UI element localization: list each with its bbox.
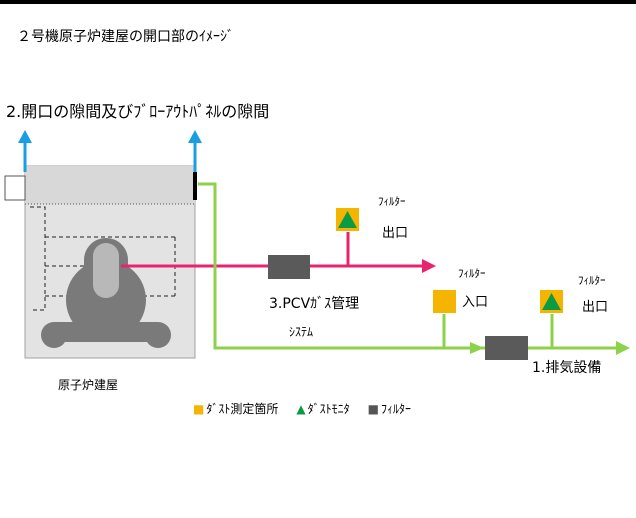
inlet-filter-label: ﾌｨﾙﾀｰ: [458, 267, 486, 280]
building-label: 原子炉建屋: [58, 378, 119, 392]
exhaust-mid-arrowhead: [470, 342, 484, 354]
pcv-filter-label: ﾌｨﾙﾀｰ: [378, 195, 406, 208]
exhaust-inlet-dust-point: [433, 290, 456, 313]
outlet-filter-label: ﾌｨﾙﾀｰ: [578, 274, 606, 287]
top-rule: [0, 0, 636, 4]
legend: ■ ﾀﾞｽﾄ測定箇所 ▲ ﾀﾞｽﾄﾓﾆﾀ ■ ﾌｨﾙﾀｰ: [193, 400, 411, 417]
outlet-position-label: 出口: [582, 300, 609, 315]
building-top-band: [25, 166, 195, 204]
exhaust-end-arrowhead: [616, 341, 630, 355]
pcv-system-label: 3.PCVｶﾞｽ管理: [269, 296, 360, 312]
legend-filter: ■ ﾌｨﾙﾀｰ: [368, 400, 411, 417]
exhaust-line: [198, 182, 618, 350]
pcv-arrowhead: [422, 259, 436, 273]
pcv-filter: [268, 255, 310, 279]
triangle-icon: ▲: [296, 401, 306, 416]
legend-dust-point-label: ﾀﾞｽﾄ測定箇所: [206, 402, 279, 416]
opening-arrows: [18, 130, 202, 172]
pcv-outlet-dust-monitor: [338, 211, 357, 228]
filter-square-icon: ■: [367, 401, 379, 416]
pcv-outlet-label: 出口: [382, 226, 409, 241]
opening-gap-label: 2.開口の隙間及びﾌﾞﾛｰｱｳﾄﾊﾟﾈﾙの隙間: [6, 102, 270, 121]
exhaust-outlet-dust-monitor: [542, 293, 561, 310]
pcv-gas-line: [121, 232, 424, 268]
exhaust-equipment-label: 1.排気設備: [532, 360, 602, 376]
slide-title: ２号機原子炉建屋の開口部のｲﾒｰｼﾞ: [17, 29, 234, 45]
legend-filter-label: ﾌｨﾙﾀｰ: [380, 402, 411, 416]
inlet-position-label: 入口: [462, 295, 489, 310]
reactor-pressure-vessel: [93, 243, 119, 298]
legend-dust-point: ■ ﾀﾞｽﾄ測定箇所: [193, 400, 278, 417]
legend-dust-monitor: ▲ ﾀﾞｽﾄﾓﾆﾀ: [296, 400, 349, 417]
exhaust-filter: [485, 336, 528, 360]
side-opening-box: [4, 175, 26, 201]
pcv-system-sublabel: ｼｽﾃﾑ: [289, 325, 314, 339]
square-icon: ■: [193, 401, 205, 416]
legend-dust-monitor-label: ﾀﾞｽﾄﾓﾆﾀ: [307, 402, 350, 416]
